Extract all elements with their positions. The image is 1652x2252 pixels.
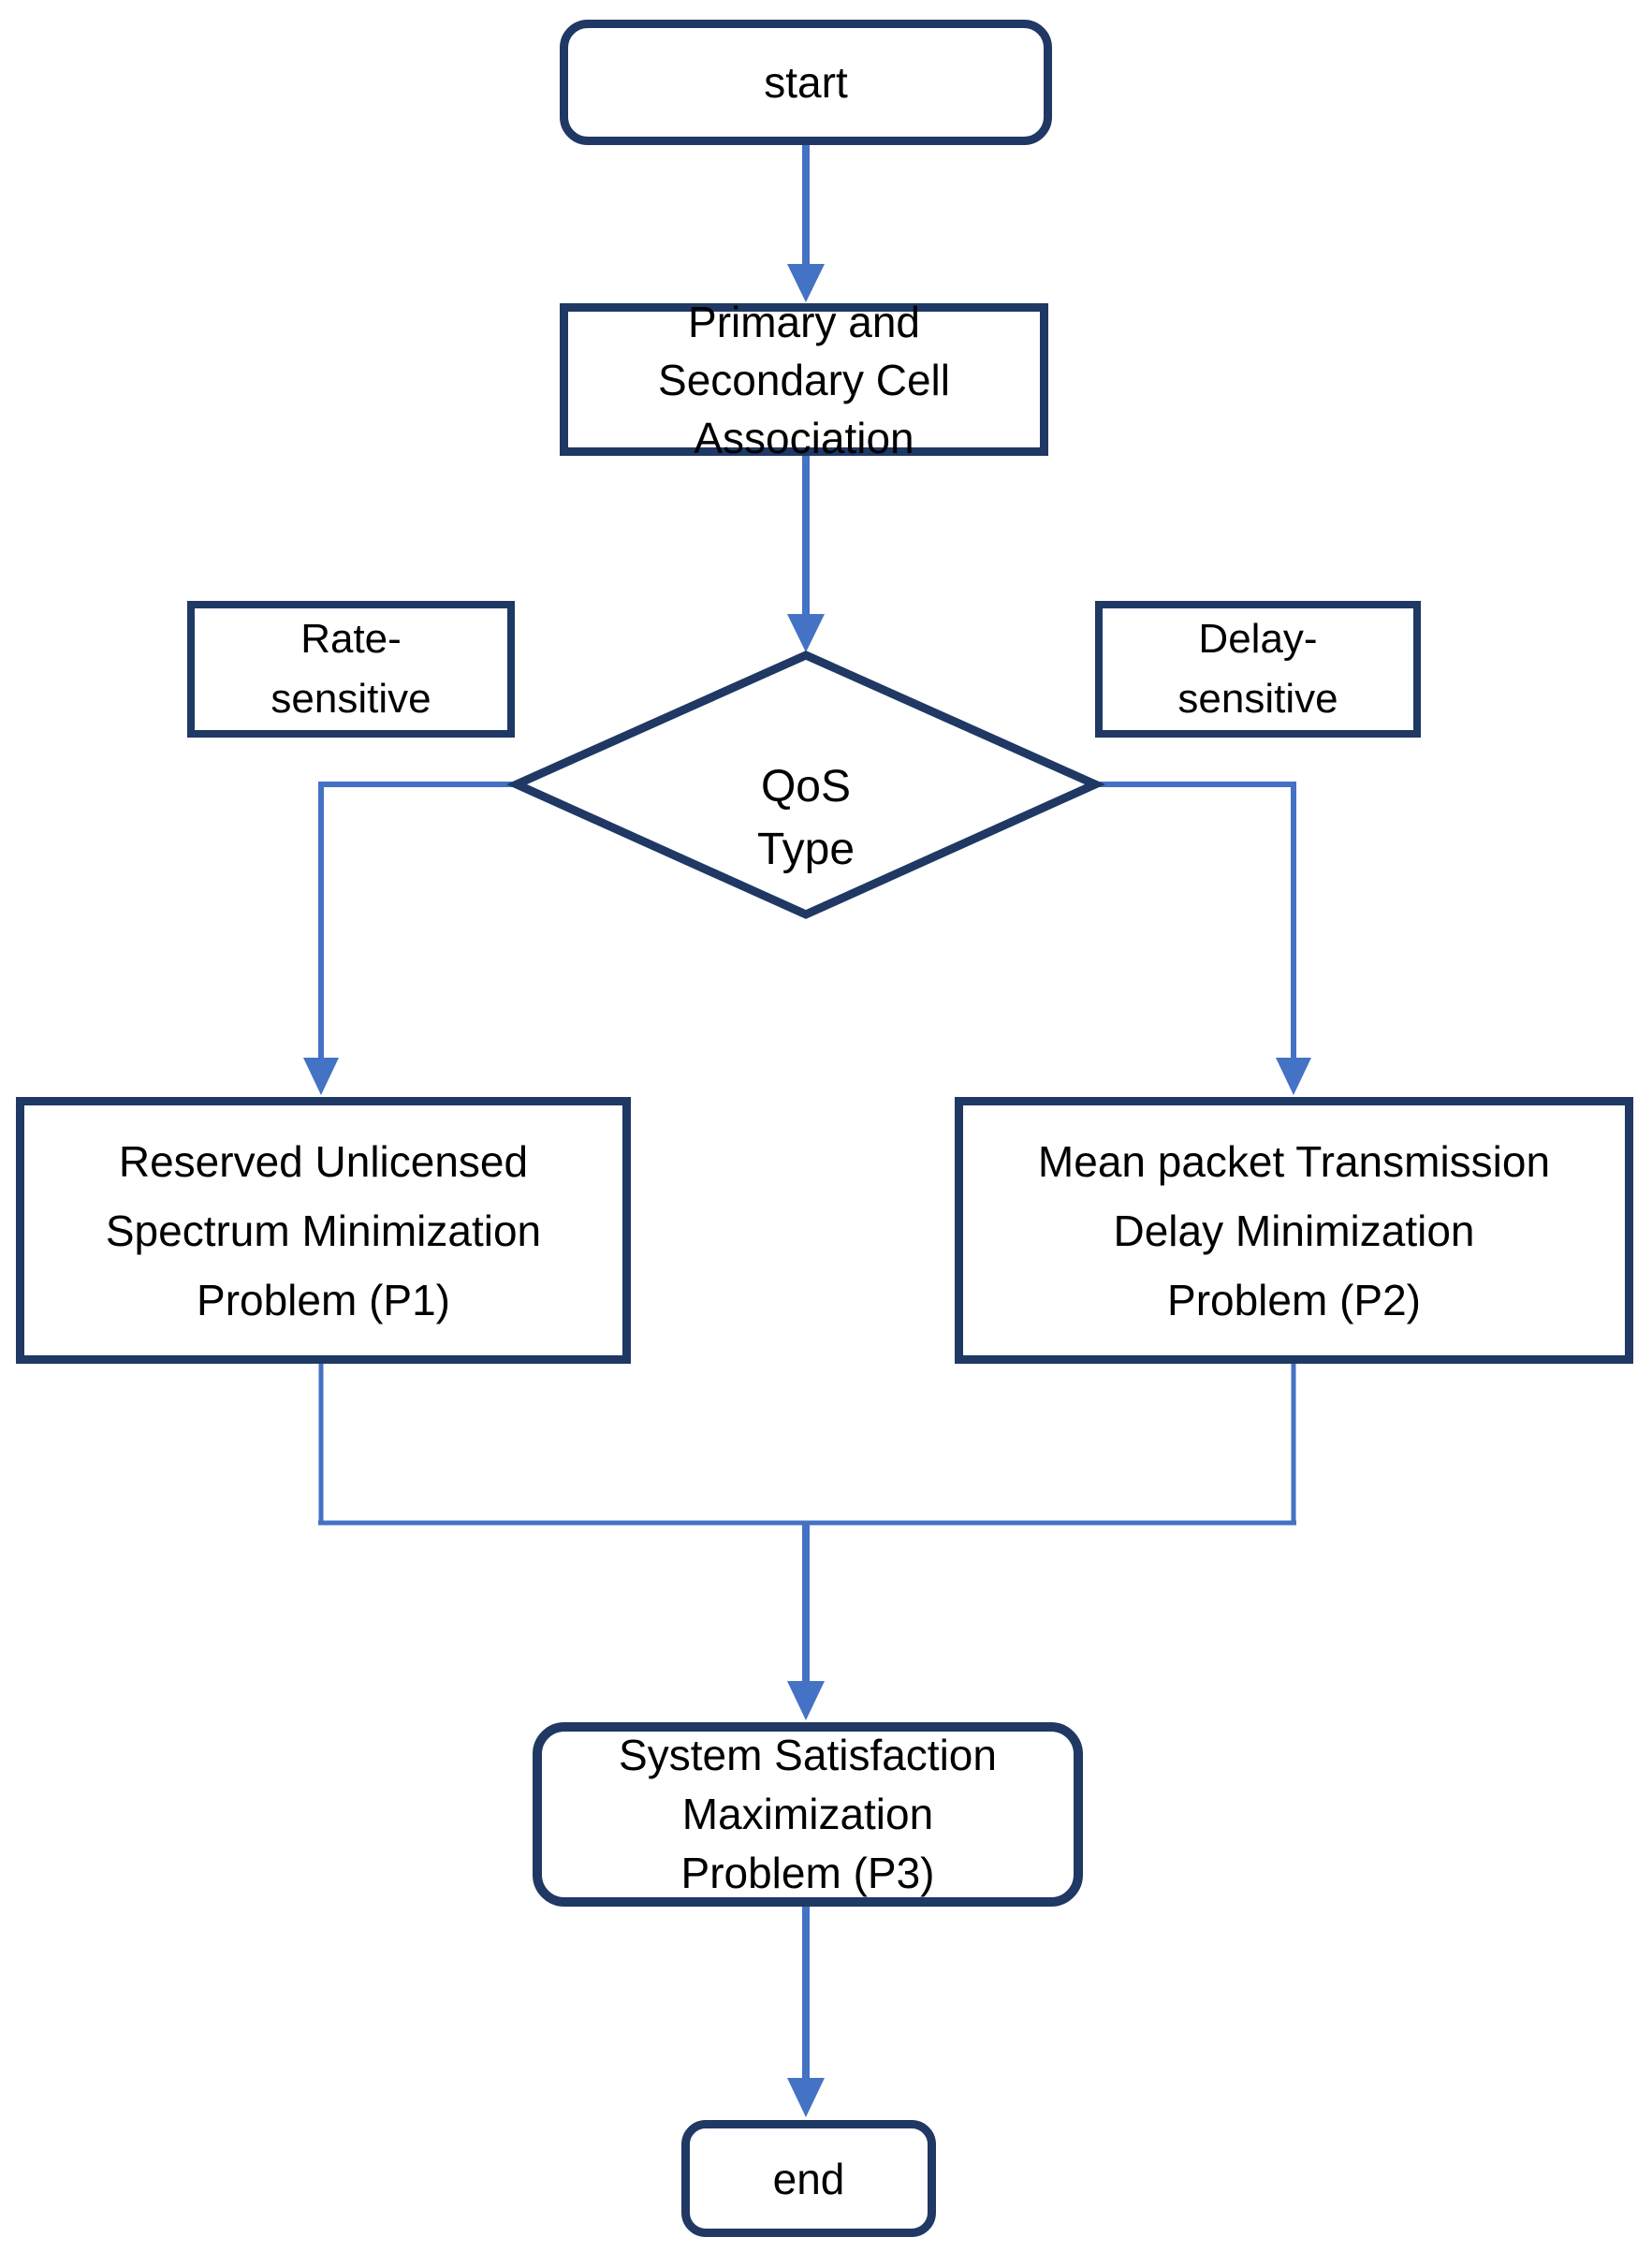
node-line: sensitive xyxy=(1177,676,1338,722)
node-line: Maximization xyxy=(681,1790,934,1838)
node-line: Association xyxy=(694,413,914,462)
node-line: System Satisfaction xyxy=(619,1731,997,1779)
node-start: start xyxy=(560,20,1052,145)
node-line: end xyxy=(772,2154,845,2203)
node-line: sensitive xyxy=(270,676,431,722)
node-end: end xyxy=(681,2120,936,2237)
node-p2: Mean packet Transmission Delay Minimizat… xyxy=(955,1097,1633,1364)
arrowhead-p3-icon xyxy=(787,1681,825,1720)
node-delay-sensitive: Delay- sensitive xyxy=(1095,601,1421,738)
node-p1: Reserved Unlicensed Spectrum Minimizatio… xyxy=(16,1097,631,1364)
node-line: start xyxy=(764,58,848,107)
node-rate-sensitive: Rate- sensitive xyxy=(187,601,515,738)
node-line: Mean packet Transmission xyxy=(1037,1136,1551,1186)
node-line: Delay Minimization xyxy=(1113,1206,1475,1255)
node-line: Problem (P1) xyxy=(197,1275,450,1324)
arrowhead-p2-icon xyxy=(1276,1058,1311,1095)
node-line: Rate- xyxy=(300,616,402,662)
node-line: Delay- xyxy=(1198,616,1318,662)
node-qos-type-label: QoS Type xyxy=(619,754,993,882)
node-line: Type xyxy=(756,825,855,874)
arrowhead-end-icon xyxy=(787,2078,825,2117)
node-line: QoS xyxy=(760,762,852,812)
node-line: Primary and xyxy=(688,297,920,346)
edge-qos-to-p1 xyxy=(318,782,517,1060)
qos-diamond-shape xyxy=(505,651,1106,919)
node-line: Reserved Unlicensed xyxy=(118,1136,529,1186)
node-line: Secondary Cell xyxy=(658,355,950,404)
arrowhead-association-icon xyxy=(787,264,825,302)
arrowhead-p1-icon xyxy=(303,1058,339,1095)
edge-qos-to-p2 xyxy=(1095,782,1296,1060)
arrowhead-qos-icon xyxy=(787,614,825,652)
node-p3: System Satisfaction Maximization Problem… xyxy=(533,1722,1083,1907)
node-line: Problem (P3) xyxy=(680,1849,935,1897)
node-line: Spectrum Minimization xyxy=(105,1206,542,1255)
node-cell-association: Primary and Secondary Cell Association xyxy=(560,298,1048,462)
node-line: Problem (P2) xyxy=(1167,1275,1421,1324)
